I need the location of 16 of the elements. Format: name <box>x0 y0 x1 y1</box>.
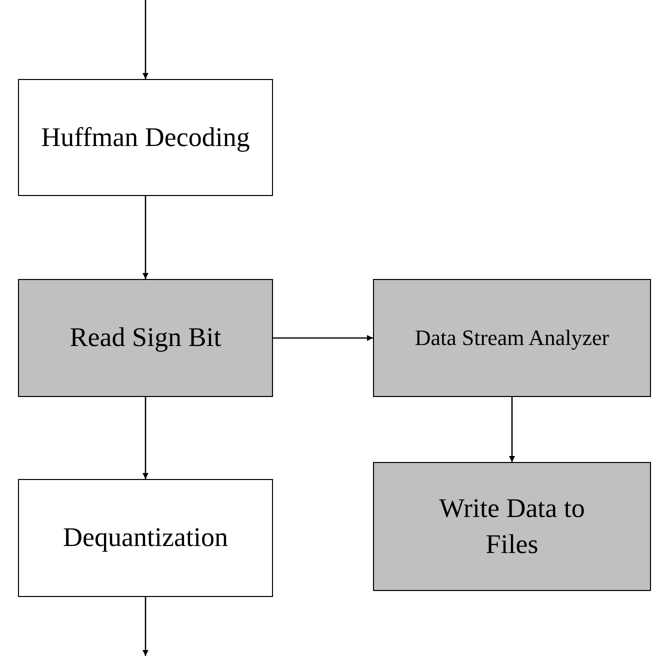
arrow <box>142 397 148 479</box>
box-label: Huffman Decoding <box>41 120 250 154</box>
process-box <box>373 462 651 591</box>
process-box <box>18 79 273 196</box>
arrow <box>273 335 373 341</box>
box-label: Data Stream Analyzer <box>414 324 610 352</box>
box-label: Dequantization <box>63 521 228 554</box>
arrow <box>509 397 515 462</box>
process-box <box>373 279 651 397</box>
arrow <box>142 597 148 656</box>
process-box <box>18 479 273 597</box>
arrow <box>142 0 148 79</box>
box-label: Read Sign Bit <box>70 321 222 354</box>
process-box <box>18 279 273 397</box>
box-label: Write Data to Files <box>438 492 586 560</box>
arrow <box>142 196 148 279</box>
